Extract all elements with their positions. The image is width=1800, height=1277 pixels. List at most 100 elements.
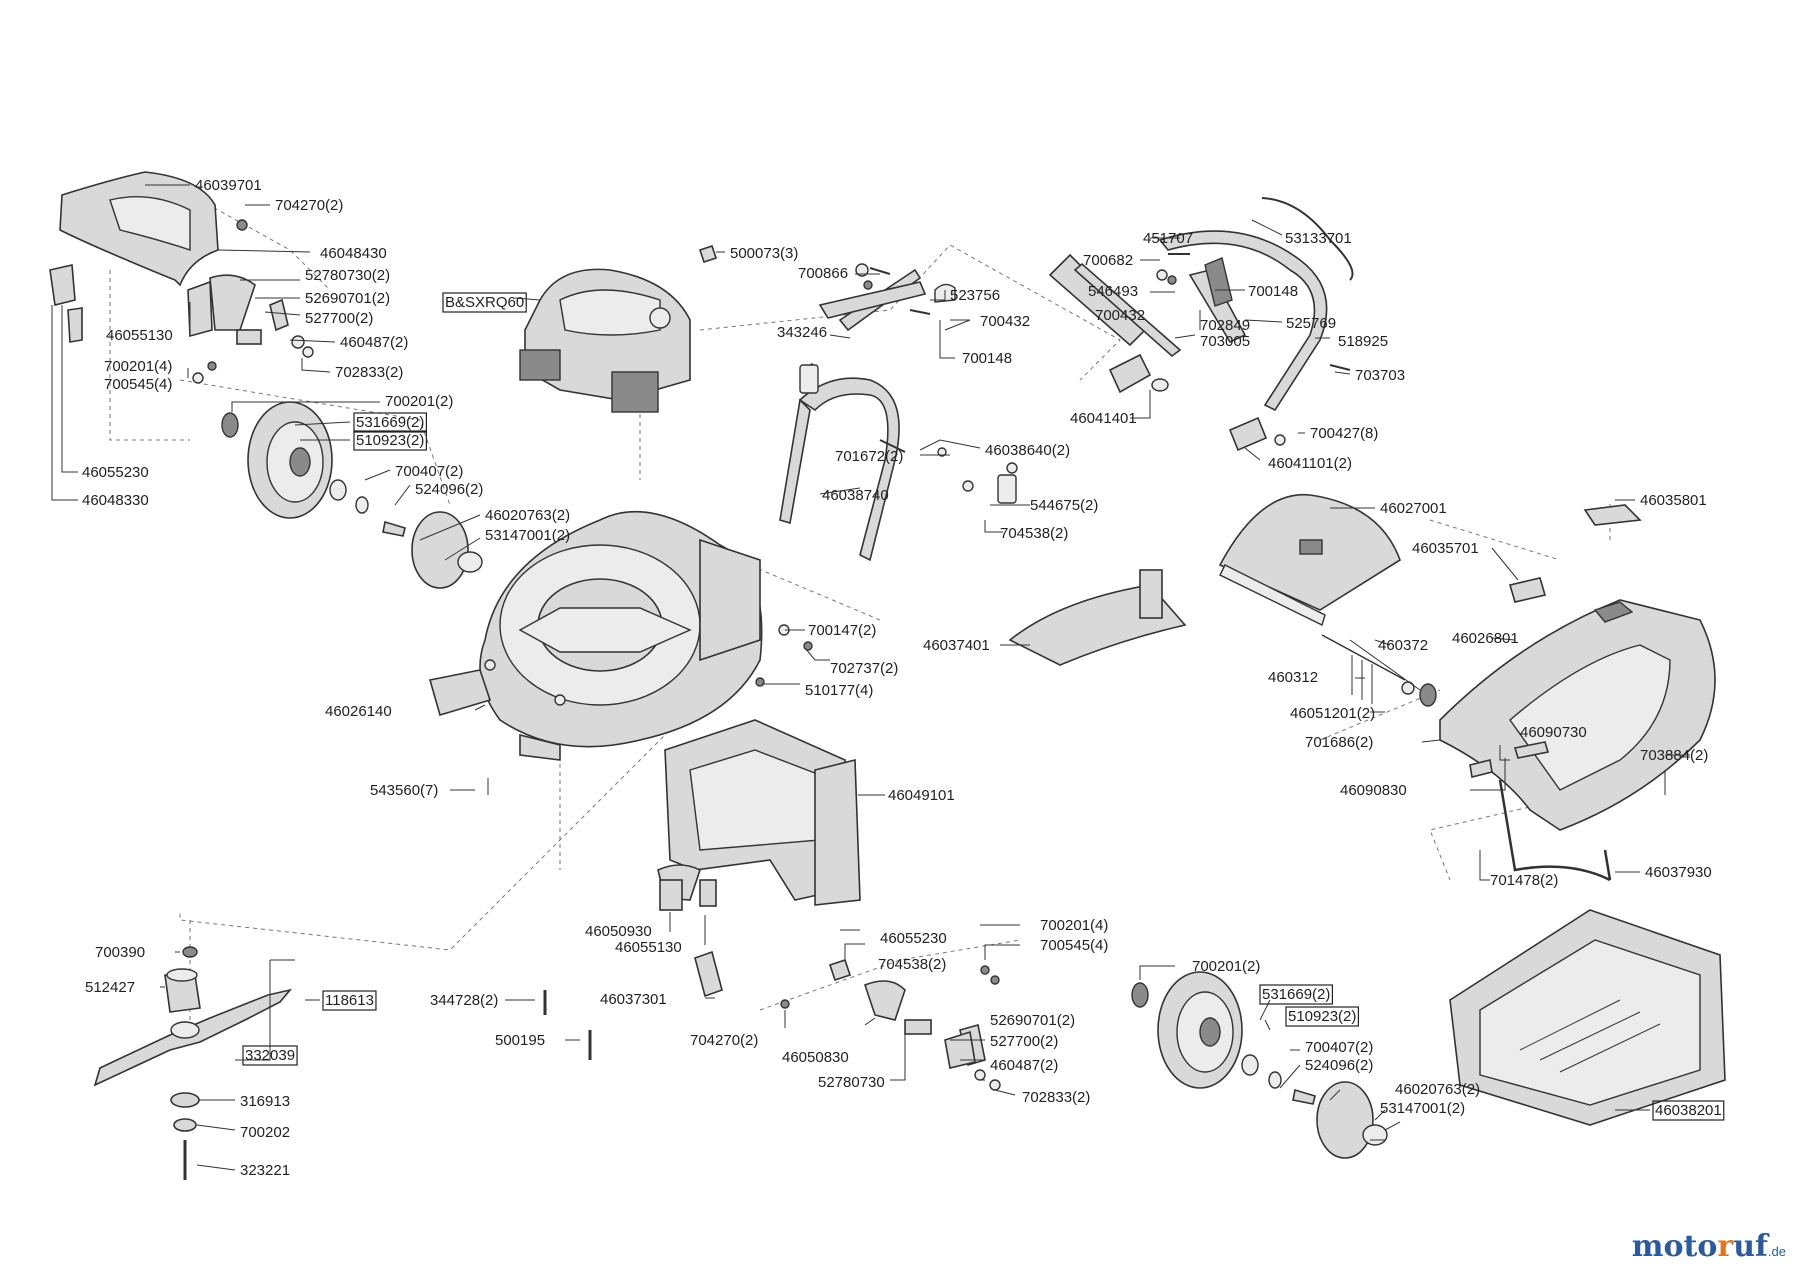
rear-deflector-part [1008,569,1187,666]
lower-handle-part [779,268,927,562]
part-label: 700201(4) [1040,917,1108,934]
part-label: 46038201 [1655,1102,1722,1119]
part-label: 46051201(2) [1290,705,1375,722]
part-label: 703005 [1200,333,1250,350]
part-label: 700432 [980,313,1030,330]
part-label: 460487(2) [990,1057,1058,1074]
part-label: 344728(2) [430,992,498,1009]
leader-lines [51,184,1690,1171]
part-label: 546493 [1088,283,1138,300]
part-label: 701686(2) [1305,734,1373,751]
part-label: 332039 [245,1047,295,1064]
part-label: 700390 [95,944,145,961]
part-label: 700148 [962,350,1012,367]
part-label: 46090830 [1340,782,1407,799]
part-label: 460312 [1268,669,1318,686]
part-label: 700866 [798,265,848,282]
brand-part-1: moto [1631,1229,1718,1264]
part-label: 46055230 [880,930,947,947]
part-label: 702833(2) [1022,1089,1090,1106]
rear-wheel-right [1131,971,1388,1159]
brand-part-2: r [1717,1229,1734,1264]
part-label: 46049101 [888,787,955,804]
part-label: 53147001(2) [485,527,570,544]
part-label: 704538(2) [1000,525,1068,542]
blade-assembly [93,946,592,1180]
part-label: 510177(4) [805,682,873,699]
engine-part [519,244,718,413]
part-label: 46048330 [82,492,149,509]
label-frame [242,1045,298,1066]
part-label: 527700(2) [305,310,373,327]
part-label: 460372 [1378,637,1428,654]
part-label: 700682 [1083,252,1133,269]
boxed-label-frames [242,292,1725,1121]
label-frame [1652,1100,1725,1121]
part-label: 343246 [777,324,827,341]
part-label: 52690701(2) [990,1012,1075,1029]
part-label: B&SXRQ60 [445,294,524,311]
part-label: 704270(2) [690,1032,758,1049]
part-label: 46035701 [1412,540,1479,557]
grass-bag-part [1449,909,1726,1126]
part-label: 700432 [1095,307,1145,324]
part-label: 701478(2) [1490,872,1558,889]
part-label: 46037930 [1645,864,1712,881]
label-frame [442,292,527,313]
front-wheel-left [221,401,483,589]
label-frame [353,412,427,433]
part-label: 703703 [1355,367,1405,384]
part-label: 531669(2) [356,414,424,431]
handle-fittings [799,197,1406,704]
part-label: 704538(2) [878,956,946,973]
part-label: 46090730 [1520,724,1587,741]
part-label: 46027001 [1380,500,1447,517]
mower-deck-part [428,510,763,761]
rear-flap-part [59,171,219,287]
part-label: 52780730 [818,1074,885,1091]
label-frame [1259,984,1333,1005]
part-label: 46037301 [600,991,667,1008]
part-label: 46055130 [615,939,682,956]
part-labels: 46039701 704270(2) 46048430 52780730(2) … [82,177,1722,1179]
part-label: 700148 [1248,283,1298,300]
handle-knobs [1108,353,1268,452]
brand-tld: .de [1767,1244,1786,1259]
part-label: 543560(7) [370,782,438,799]
part-label: 700407(2) [1305,1039,1373,1056]
part-label: 700202 [240,1124,290,1141]
part-label: 46055130 [106,327,173,344]
part-label: 702833(2) [335,364,403,381]
part-label: 500195 [495,1032,545,1049]
part-label: 700545(4) [104,376,172,393]
brand-part-3: uf [1733,1229,1768,1264]
upper-handle-part [1048,230,1328,412]
part-label: 702737(2) [830,660,898,677]
part-label: 524096(2) [415,481,483,498]
part-label: 52690701(2) [305,290,390,307]
small-screws-left [192,219,314,384]
side-bracket-right [657,864,1001,1091]
part-label: 512427 [85,979,135,996]
brand-logo: motoruf.de [1632,1229,1786,1264]
part-label: 46026140 [325,703,392,720]
part-label: 700147(2) [808,622,876,639]
part-label: 46038740 [822,487,889,504]
part-label: 46055230 [82,464,149,481]
part-label: 46041401 [1070,410,1137,427]
part-label: 703884(2) [1640,747,1708,764]
part-label: 323221 [240,1162,290,1179]
part-label: 52780730(2) [305,267,390,284]
part-label: 460487(2) [340,334,408,351]
part-label: 544675(2) [1030,497,1098,514]
catcher-frame-part [1439,599,1716,831]
part-label: 700545(4) [1040,937,1108,954]
part-label: 46041101(2) [1268,455,1352,472]
part-label: 46039701 [195,177,262,194]
part-label: 46050930 [585,923,652,940]
mulch-cover-part [664,719,861,906]
part-label: 53133701 [1285,230,1352,247]
part-label: 46048430 [320,245,387,262]
